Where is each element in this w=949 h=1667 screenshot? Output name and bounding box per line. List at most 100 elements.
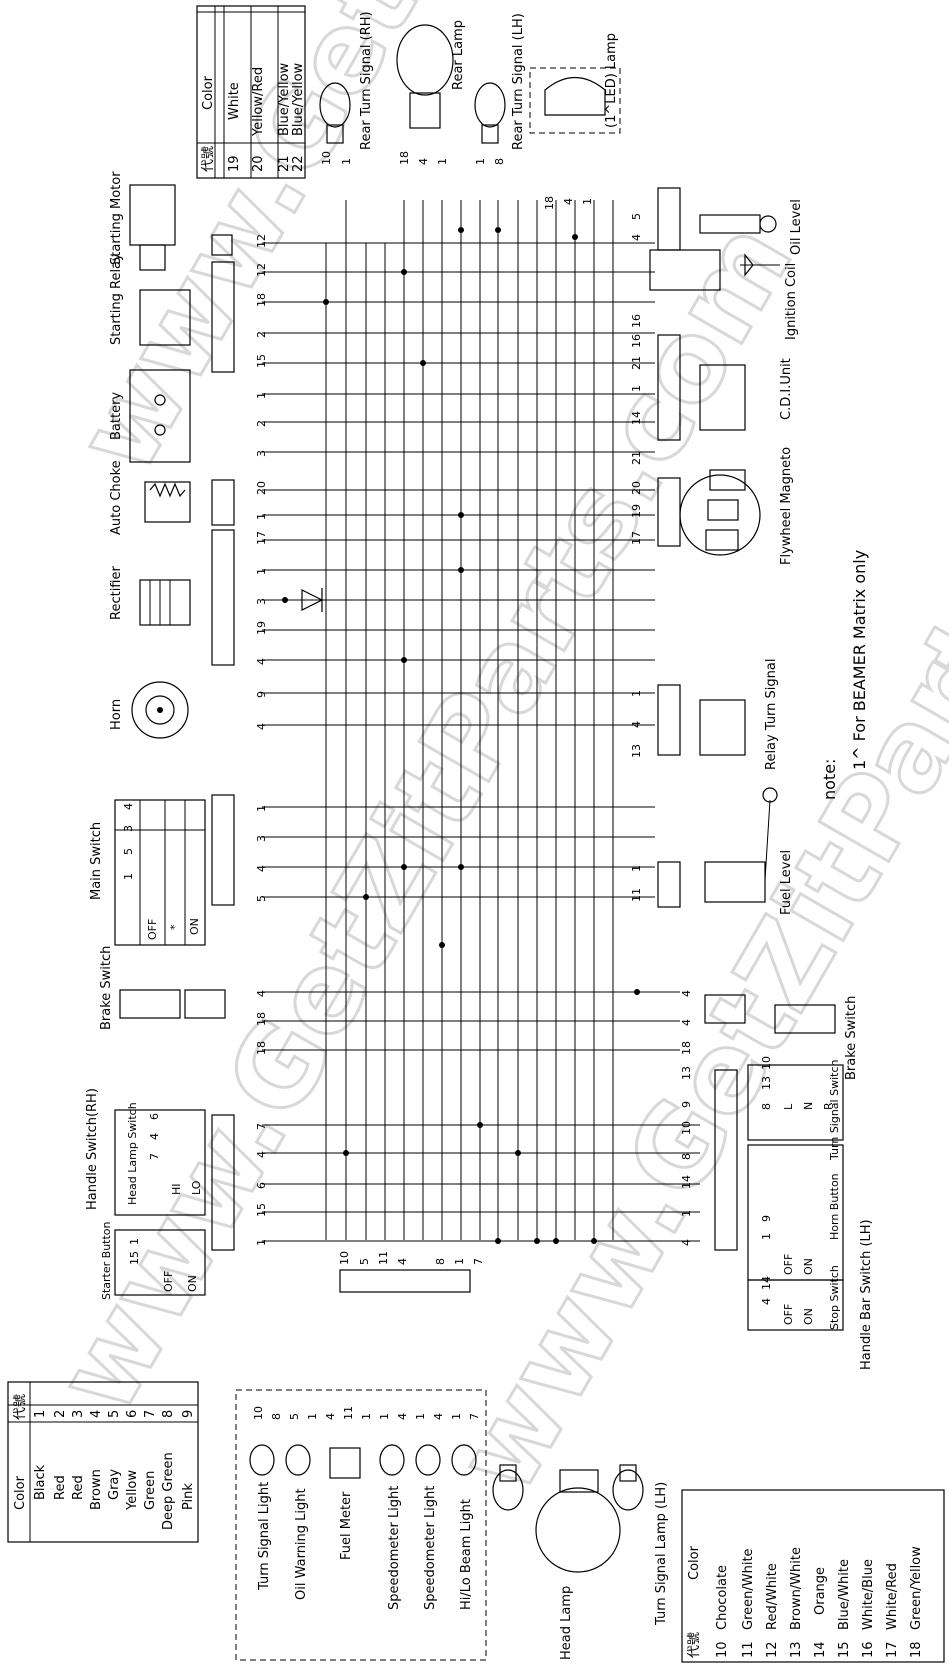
label-flywheel-magneto: Flywheel Magneto — [779, 447, 794, 565]
sb-col-0: 15 — [128, 1251, 141, 1265]
wl-i-2: 5 — [288, 1413, 301, 1420]
color-table-left — [7, 1381, 199, 1543]
wl-l-1: 12 — [255, 263, 268, 277]
wl-b-3: 4 — [396, 1258, 409, 1265]
ctr-r0c0: 10 — [715, 1641, 730, 1658]
turn-sw-row-0: L — [782, 1103, 795, 1110]
wl-b-6: 7 — [472, 1258, 485, 1265]
wire-labels-left: 12 12 18 2 15 1 2 3 20 1 17 1 3 19 4 9 4… — [255, 234, 268, 1246]
wl-l-18: 3 — [255, 835, 268, 842]
main-switch-table — [114, 799, 206, 946]
label-oil-level: Oil Level — [789, 199, 804, 255]
wl-r-0: 5 — [630, 213, 643, 220]
label-rectifier: Rectifier — [109, 566, 124, 620]
label-oil-warning-light: Oil Warning Light — [294, 1488, 309, 1600]
wl-l-5: 1 — [255, 392, 268, 399]
brake-switch-right-icon — [704, 994, 836, 1034]
ctl-r1c0: 2 — [53, 1410, 68, 1418]
wire-labels-right: 5 4 16 16 21 1 14 21 20 19 17 1 4 13 1 1… — [630, 213, 693, 1246]
wl-b-1: 5 — [358, 1258, 371, 1265]
ctl-r5c0: 6 — [125, 1410, 140, 1418]
wl-l-24: 7 — [255, 1123, 268, 1130]
ms-row-0: OFF — [146, 919, 159, 940]
ctl-r6c0: 7 — [143, 1410, 158, 1418]
sb-col-1: 1 — [128, 1238, 141, 1245]
wl-b-5: 1 — [453, 1258, 466, 1265]
ctr-r3c0: 13 — [789, 1641, 804, 1658]
wire-labels-top: 10 1 18 4 1 1 8 18 4 1 — [320, 151, 594, 210]
wl-l-6: 2 — [255, 420, 268, 427]
color-table-top-r3c0: 22 — [291, 155, 306, 172]
turn-sw-row-1: N — [802, 1102, 815, 1110]
wl-l-23: 18 — [255, 1041, 268, 1055]
wl-r-9: 19 — [630, 504, 643, 518]
cdi-unit-icon — [699, 364, 746, 431]
turn-sw-row-2: R — [822, 1102, 835, 1110]
wl-r-15: 11 — [630, 888, 643, 902]
label-starting-motor: Starting Motor — [109, 171, 124, 265]
handle-bar-switch-lh-tables — [747, 1064, 844, 1331]
horn-btn-col-1: 9 — [760, 1215, 773, 1222]
ctl-h1: Color — [13, 1475, 28, 1510]
wl-t-1: 1 — [340, 158, 353, 165]
stop-title: Stop Switch — [828, 1265, 841, 1330]
ctl-r1c1: Red — [53, 1475, 68, 1500]
stop-col-0: 4 — [760, 1298, 773, 1305]
diode-icon — [301, 588, 324, 612]
wl-r-6: 14 — [630, 411, 643, 425]
wl-i-10: 4 — [432, 1413, 445, 1420]
wl-l-10: 17 — [255, 531, 268, 545]
wl-b-4: 8 — [434, 1258, 447, 1265]
ctl-r4c0: 5 — [107, 1410, 122, 1418]
wl-i-0: 10 — [252, 1406, 265, 1420]
color-table-left-text: 代號 Color 1 Black 2 Red 3 Red 4 Brown 5 G… — [13, 1394, 196, 1530]
wl-r-1: 4 — [630, 234, 643, 241]
label-ignition-coil: Ignition Coil — [784, 263, 799, 340]
ctr-r1c0: 11 — [741, 1641, 756, 1658]
wl-l-21: 4 — [255, 990, 268, 997]
note-label: note: — [820, 759, 839, 800]
fuel-level-icon — [704, 787, 778, 903]
label-hi-lo-beam: Hi/Lo Beam Light — [459, 1499, 474, 1610]
wl-r-3: 16 — [630, 334, 643, 348]
horn-btn-row-1: ON — [802, 1258, 815, 1275]
wl-r-17: 4 — [680, 1019, 693, 1026]
wl-l-12: 3 — [255, 598, 268, 605]
wl-r-12: 4 — [630, 721, 643, 728]
ctl-r4c1: Gray — [107, 1469, 122, 1500]
sb-row-1: ON — [186, 1275, 199, 1292]
wl-i-9: 1 — [414, 1413, 427, 1420]
wl-l-4: 15 — [255, 354, 268, 368]
hl-row-1: LO — [190, 1180, 203, 1195]
ms-col-3: 4 — [122, 803, 135, 810]
wl-t-6: 8 — [493, 158, 506, 165]
wl-t-7: 18 — [543, 196, 556, 210]
wl-i-1: 8 — [270, 1413, 283, 1420]
wl-i-3: 1 — [306, 1413, 319, 1420]
ctr-r5c1: Blue/White — [837, 1559, 852, 1630]
ctl-r8c1: Pink — [181, 1483, 196, 1510]
wl-l-19: 4 — [255, 865, 268, 872]
ctr-r2c0: 12 — [765, 1641, 780, 1658]
wl-l-7: 3 — [255, 450, 268, 457]
color-table-top-r0c0: 19 — [227, 155, 242, 172]
wl-l-25: 4 — [255, 1151, 268, 1158]
ms-row-1: * — [168, 924, 181, 930]
wl-l-2: 18 — [255, 293, 268, 307]
label-turn-signal-lamp-lh: Turn Signal Lamp (LH) — [654, 1482, 669, 1626]
head-lamp-bulb — [535, 1469, 621, 1573]
sb-row-0: OFF — [162, 1271, 175, 1292]
ctl-r7c1: Deep Green — [161, 1452, 176, 1530]
turn-sw-col-1: 13 — [760, 1076, 773, 1090]
hl-col-0: 7 — [148, 1153, 161, 1160]
wl-r-18: 18 — [680, 1041, 693, 1055]
hl-title: Head Lamp Switch — [126, 1102, 139, 1205]
ctr-h0: 代號 — [687, 1632, 702, 1658]
wl-r-10: 17 — [630, 531, 643, 545]
label-handle-bar-switch-lh: Handle Bar Switch (LH) — [859, 1219, 874, 1370]
color-table-top-r2c1: Blue/Yellow — [277, 62, 292, 136]
wl-r-21: 10 — [680, 1121, 693, 1135]
stop-col-1: 14 — [760, 1276, 773, 1290]
wl-r-5: 1 — [630, 385, 643, 392]
rear-turn-signal-lh-bulb — [474, 82, 506, 144]
